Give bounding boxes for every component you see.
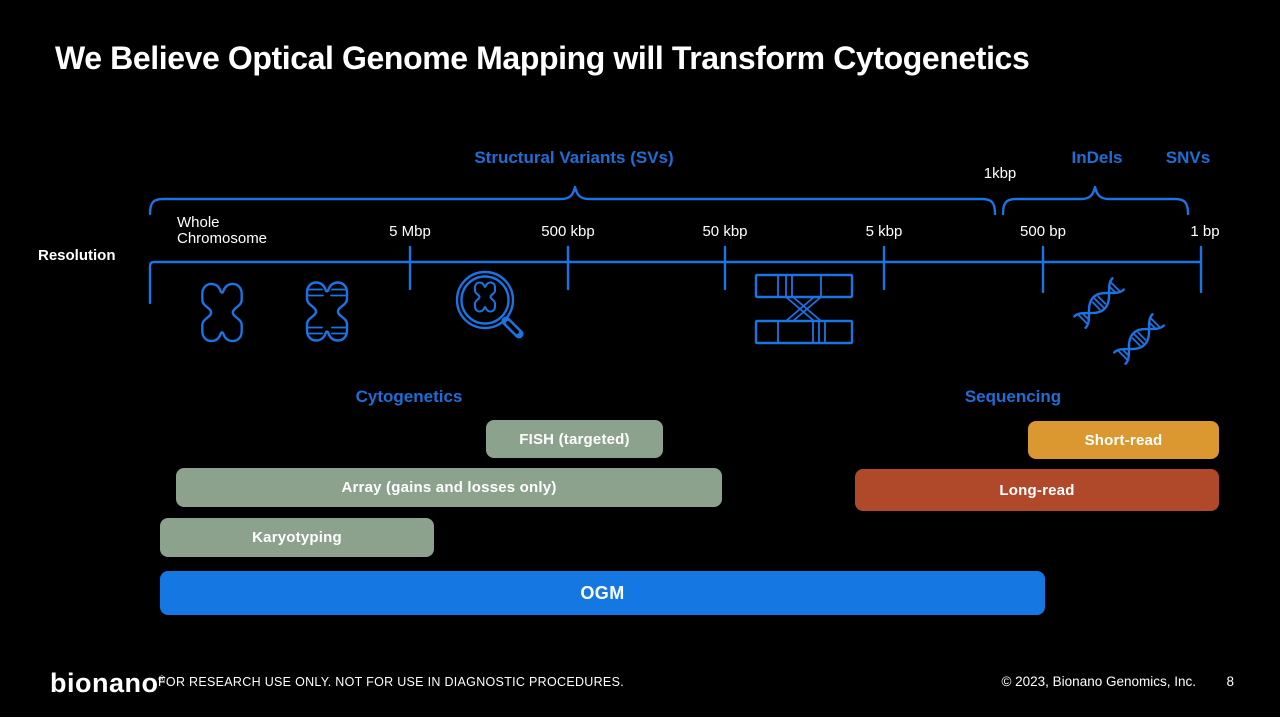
page-number: 8 [1226, 674, 1234, 689]
tick-label-5kbp: 5 kbp [865, 223, 903, 240]
short-read-bar: Short-read [1028, 421, 1219, 459]
footer-disclaimer: FOR RESEARCH USE ONLY. NOT FOR USE IN DI… [158, 675, 624, 689]
sv-brace [148, 185, 997, 216]
tick-label-50kbp: 50 kbp [702, 223, 748, 240]
bionano-logo: bionano® [50, 664, 166, 699]
ogm-bar-label: OGM [580, 582, 625, 603]
scale-line-art [148, 185, 1203, 305]
array-bar: Array (gains and losses only) [176, 468, 722, 507]
resolution-axis [148, 260, 1203, 305]
tick-label-5mbp: 5 Mbp [389, 223, 431, 240]
magnifier-chromosome-icon [455, 270, 524, 339]
fish-bar-label: FISH (targeted) [519, 430, 630, 448]
indels-snvs-brace [1001, 185, 1190, 216]
translocation-icon [754, 273, 854, 345]
snvs-label: SNVs [1165, 148, 1211, 167]
fish-bar: FISH (targeted) [486, 420, 663, 458]
one-kbp-label: 1kbp [983, 165, 1017, 182]
footer-copyright: © 2023, Bionano Genomics, Inc. [1001, 674, 1196, 689]
dna-helix-icon [1073, 277, 1165, 365]
tick-label-500kbp: 500 kbp [541, 223, 595, 240]
cytogenetics-label: Cytogenetics [355, 387, 463, 406]
chromosome-icon [201, 282, 243, 343]
registered-mark: ® [158, 674, 166, 684]
banded-chromosome-icon [305, 281, 349, 342]
ogm-bar: OGM [160, 571, 1045, 615]
tick-label-500bp: 500 bp [1020, 223, 1066, 240]
long-read-bar: Long-read [855, 469, 1219, 511]
sequencing-label: Sequencing [964, 387, 1062, 406]
tick-label-1bp: 1 bp [1190, 223, 1220, 240]
bionano-logo-text: bionano [50, 668, 159, 698]
page-title: We Believe Optical Genome Mapping will T… [55, 40, 1030, 76]
array-bar-label: Array (gains and losses only) [341, 479, 557, 496]
bottom-edge-strip [0, 717, 1280, 720]
resolution-label: Resolution [38, 247, 116, 264]
sv-range-label: Structural Variants (SVs) [474, 148, 674, 167]
long-read-bar-label: Long-read [999, 481, 1075, 499]
tick-label-whole-chromosome: Whole Chromosome [177, 214, 268, 247]
karyotyping-bar-label: Karyotyping [252, 529, 342, 546]
indels-label: InDels [1071, 148, 1123, 167]
karyotyping-bar: Karyotyping [160, 518, 434, 557]
short-read-bar-label: Short-read [1084, 431, 1163, 449]
